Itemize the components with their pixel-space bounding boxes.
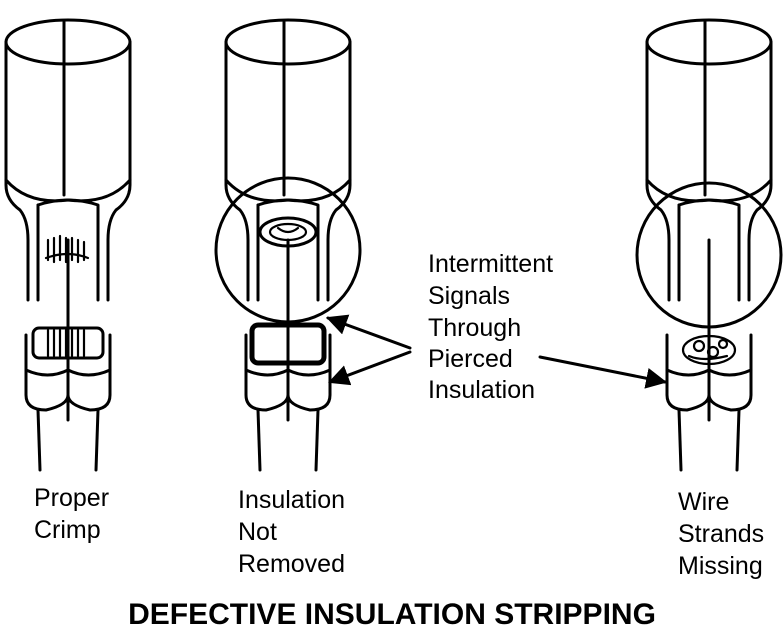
highlight-circle-1: [214, 176, 362, 324]
arrow-to-crimp-bottom: [328, 350, 412, 386]
sparse-strands-icon: [681, 334, 737, 366]
callout-line-2: Signals: [428, 282, 510, 310]
label-not: Not: [238, 518, 277, 546]
arrow-to-missing-strands: [538, 355, 668, 389]
highlight-circle-2: [635, 181, 783, 329]
callout-line-5: Insulation: [428, 376, 535, 404]
arrow-to-crimp-top: [326, 314, 412, 350]
label-removed: Removed: [238, 550, 345, 578]
callout-line-1: Intermittent: [428, 250, 553, 278]
callout-arrows: [326, 314, 668, 389]
label-proper: Proper: [34, 484, 109, 512]
callout-line-3: Through: [428, 314, 521, 342]
label-insulation: Insulation: [238, 486, 345, 514]
diagram-title: DEFECTIVE INSULATION STRIPPING: [128, 598, 656, 631]
label-strands: Strands: [678, 520, 764, 548]
label-crimp: Crimp: [34, 516, 101, 544]
label-missing: Missing: [678, 552, 763, 580]
callout-line-4: Pierced: [428, 345, 513, 373]
label-wire: Wire: [678, 488, 729, 516]
figure-proper-crimp: [4, 18, 132, 472]
figure-insulation-not-removed: [214, 18, 362, 472]
figure-wire-strands-missing: [635, 18, 783, 472]
wire-strands-icon: [44, 234, 90, 264]
